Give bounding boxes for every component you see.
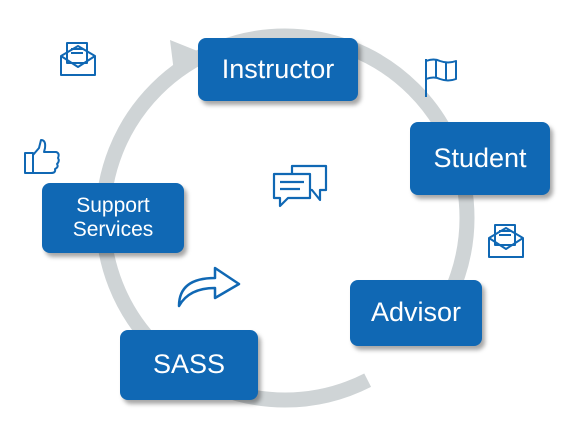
cycle-arrowhead bbox=[170, 40, 200, 72]
node-instructor: Instructor bbox=[198, 38, 358, 101]
envelope-icon bbox=[488, 224, 524, 258]
node-support-label-line2: Services bbox=[72, 218, 154, 241]
node-student-label: Student bbox=[433, 142, 527, 173]
node-sass: SASS bbox=[120, 330, 258, 400]
node-support-label-line1: Support bbox=[76, 193, 150, 217]
node-student: Student bbox=[410, 122, 550, 195]
flag-icon bbox=[425, 58, 457, 97]
node-advisor: Advisor bbox=[350, 280, 482, 346]
curved-arrow-icon bbox=[177, 266, 241, 308]
thumbs-up-icon bbox=[24, 139, 60, 174]
chat-bubbles-icon bbox=[272, 164, 328, 208]
node-instructor-label: Instructor bbox=[221, 53, 335, 84]
node-advisor-label: Advisor bbox=[370, 297, 462, 328]
node-sass-label: SASS bbox=[152, 349, 226, 380]
node-support-services: Support Services bbox=[42, 183, 184, 253]
envelope-icon bbox=[60, 42, 96, 76]
